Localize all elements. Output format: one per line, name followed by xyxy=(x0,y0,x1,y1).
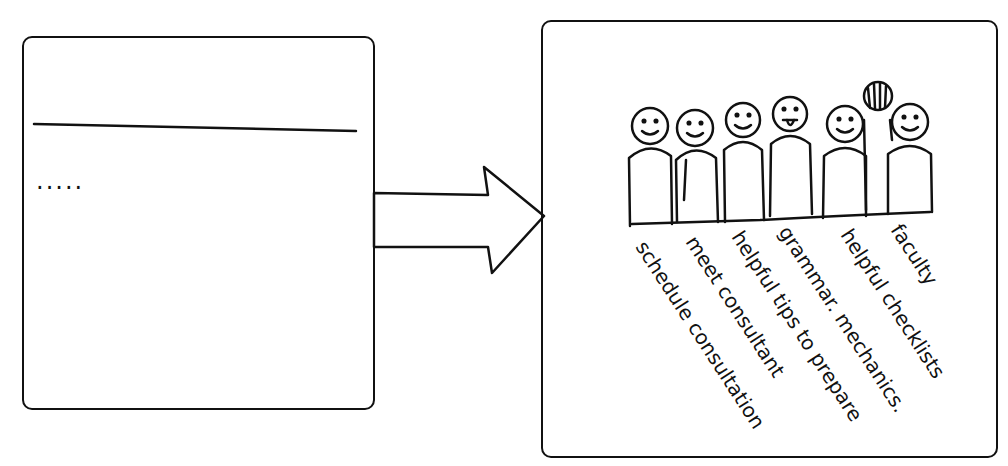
header-line xyxy=(34,124,356,131)
stick-figure xyxy=(724,103,764,222)
sketch-panel: ..... xyxy=(22,36,375,410)
figure-label: faculty xyxy=(887,220,943,289)
figure-label: helpful checklists xyxy=(837,225,950,382)
stick-figure xyxy=(770,97,812,216)
stick-figure xyxy=(823,106,866,218)
placeholder-dots: ..... xyxy=(36,168,84,194)
sketch-panel: schedule consultationmeet consultanthelp… xyxy=(541,20,998,458)
stick-figure xyxy=(676,110,718,222)
stick-figure xyxy=(629,108,672,226)
stick-figure xyxy=(888,104,932,214)
hollow-arrow xyxy=(374,167,544,273)
